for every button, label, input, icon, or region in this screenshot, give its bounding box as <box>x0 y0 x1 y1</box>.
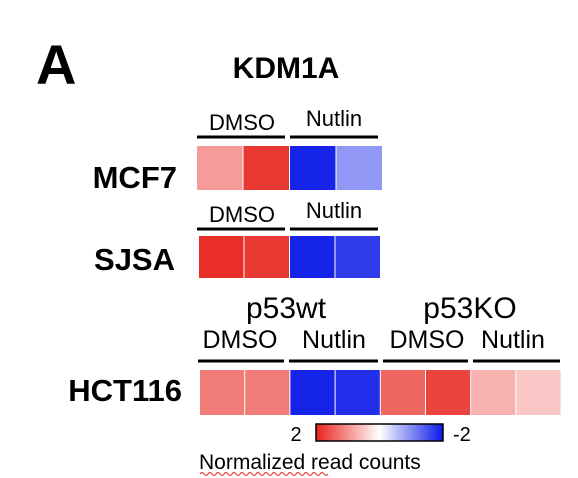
hct116-cells <box>200 370 561 415</box>
mcf7-cell-4 <box>336 146 382 190</box>
hct116-cell-3 <box>290 370 335 415</box>
hct116-group-label-p53ko: p53KO <box>423 292 516 325</box>
sjsa-condition-label-dmso: DMSO <box>209 202 275 227</box>
sjsa-cells <box>199 236 380 278</box>
mcf7-condition-label-nutlin: Nutlin <box>306 106 362 131</box>
row-label-hct116: HCT116 <box>68 373 182 408</box>
hct116-cell-1 <box>200 370 245 415</box>
gene-title: KDM1A <box>233 52 340 85</box>
mcf7-condition-label-dmso: DMSO <box>209 110 275 135</box>
row-label-sjsa: SJSA <box>94 242 175 277</box>
spellcheck-underline <box>199 472 329 476</box>
sjsa-cell-3 <box>290 236 335 278</box>
panel-letter: A <box>36 33 76 96</box>
mcf7-cell-2 <box>243 146 289 190</box>
legend-min-label: -2 <box>453 424 471 446</box>
hct116-condition-label-nutlin-1: Nutlin <box>302 326 366 354</box>
hct116-cell-6 <box>426 370 471 415</box>
sjsa-cell-1 <box>199 236 244 278</box>
legend-max-label: 2 <box>290 424 301 446</box>
hct116-cell-2 <box>245 370 290 415</box>
mcf7-cell-3 <box>290 146 336 190</box>
hct116-condition-label-dmso-2: DMSO <box>390 326 465 354</box>
mcf7-cells <box>197 146 382 190</box>
legend-color-bar <box>315 423 444 442</box>
hct116-cell-8 <box>516 370 561 415</box>
hct116-cell-5 <box>380 370 425 415</box>
legend-title: Normalized read counts <box>199 451 421 474</box>
mcf7-cell-1 <box>197 146 243 190</box>
hct116-condition-label-dmso-1: DMSO <box>203 326 278 354</box>
hct116-condition-label-nutlin-2: Nutlin <box>481 326 545 354</box>
hct116-group-label-p53wt: p53wt <box>246 292 327 325</box>
sjsa-condition-label-nutlin: Nutlin <box>306 198 362 223</box>
hct116-cell-4 <box>335 370 380 415</box>
sjsa-cell-2 <box>244 236 289 278</box>
hct116-cell-7 <box>471 370 516 415</box>
sjsa-cell-4 <box>335 236 380 278</box>
row-label-mcf7: MCF7 <box>93 160 177 195</box>
